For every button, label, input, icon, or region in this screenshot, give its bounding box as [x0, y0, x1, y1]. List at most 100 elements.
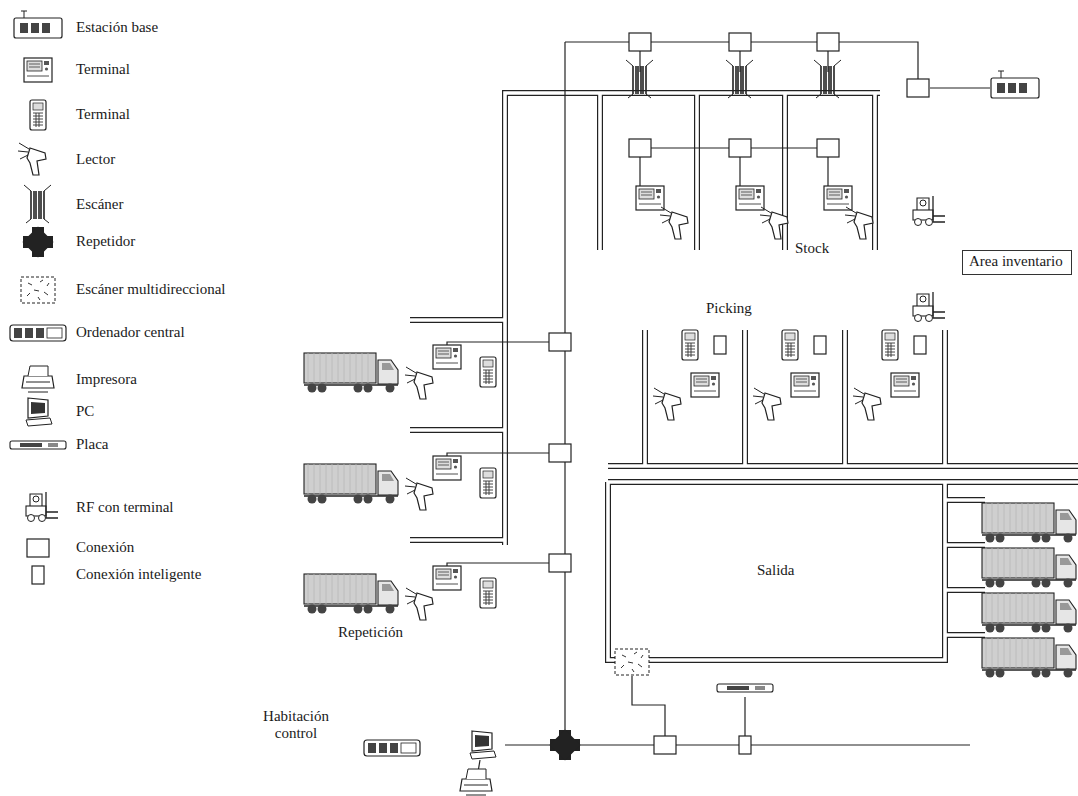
conn-symbol	[729, 139, 751, 157]
reader-symbol	[753, 388, 781, 420]
conveyor-line	[410, 538, 505, 542]
network-wire	[827, 157, 828, 186]
conveyor-line	[945, 543, 985, 547]
legend-text: Terminal	[76, 61, 130, 78]
scanner-symbol	[726, 60, 753, 98]
legend-text: Conexión inteligente	[76, 566, 201, 583]
connsmart-symbol	[814, 336, 826, 354]
conveyor-line	[410, 428, 505, 432]
truck-symbol	[982, 548, 1076, 588]
reader-symbol	[405, 588, 433, 620]
legend-text: RF con terminal	[76, 499, 174, 516]
conveyor-line	[873, 93, 877, 250]
conveyor-line	[505, 93, 880, 545]
term-symbol	[791, 373, 819, 397]
reader-symbol	[845, 207, 873, 239]
hand-symbol	[782, 330, 798, 360]
conveyor-line	[608, 482, 945, 660]
conveyor-line	[945, 498, 985, 502]
conn-symbol	[817, 139, 839, 157]
term-symbol	[891, 373, 919, 397]
legend-text: Repetidor	[76, 233, 135, 250]
conveyor-line	[945, 542, 985, 548]
connsmart-symbol	[739, 736, 751, 754]
legend-symbol	[32, 566, 44, 584]
conn-symbol	[629, 139, 651, 157]
network-wire	[639, 157, 640, 186]
network-wire	[447, 342, 549, 345]
legend-symbol	[24, 58, 52, 82]
conveyor-line	[743, 330, 747, 466]
conveyor-line	[695, 93, 699, 250]
conveyor-line	[782, 93, 788, 250]
network-wire	[447, 563, 549, 566]
conveyor-line	[505, 93, 880, 545]
conveyor-line	[945, 588, 985, 592]
network-wire	[930, 87, 990, 88]
connsmart-symbol	[914, 336, 926, 354]
truck-symbol	[982, 593, 1076, 633]
conveyor-line	[943, 330, 947, 466]
multiscan-symbol	[615, 649, 649, 675]
legend-text: Escáner	[76, 196, 123, 213]
network-wire	[739, 157, 740, 186]
conveyor-line	[843, 330, 847, 466]
conveyor-line	[410, 427, 505, 433]
conveyor-line	[608, 480, 1078, 484]
legend-symbol	[27, 539, 49, 557]
conveyor-line	[694, 93, 700, 250]
conn-symbol	[907, 79, 929, 97]
fork-symbol	[913, 196, 945, 226]
truck-symbol	[304, 464, 398, 504]
legend-symbol	[14, 11, 62, 38]
hand-symbol	[480, 468, 496, 498]
hand-symbol	[882, 330, 898, 360]
term-symbol	[433, 456, 461, 480]
placa-symbol	[717, 684, 773, 692]
area-title: Area inventario	[969, 253, 1065, 270]
conn-symbol	[549, 444, 571, 462]
area-box: Area inventario	[962, 250, 1072, 275]
connsmart-symbol	[714, 336, 726, 354]
conveyor-line	[597, 93, 603, 250]
pc-symbol	[470, 731, 496, 759]
conn-symbol	[654, 736, 676, 754]
conveyor-line	[643, 330, 647, 466]
area-label: Picking	[706, 300, 752, 317]
legend-symbol	[10, 325, 66, 341]
conveyor-line	[942, 330, 948, 466]
hand-symbol	[682, 330, 698, 360]
legend-text: Ordenador central	[76, 324, 185, 341]
truck-symbol	[304, 353, 398, 393]
legend-text: Estación base	[76, 19, 158, 36]
legend-text: PC	[76, 403, 94, 420]
conveyor-line	[410, 317, 505, 323]
legend-text: Conexión	[76, 539, 134, 556]
truck-symbol	[982, 503, 1076, 543]
area-label: Salida	[757, 562, 795, 579]
area-label: Repetición	[338, 624, 403, 641]
conveyor-line	[842, 330, 848, 466]
legend-symbol	[10, 441, 66, 449]
area-label: Stock	[795, 240, 829, 257]
legend-symbol	[24, 185, 51, 223]
scanner-symbol	[814, 60, 841, 98]
conveyor-line	[608, 479, 1078, 485]
base-symbol	[991, 71, 1039, 98]
legend-symbol	[26, 398, 52, 426]
conveyor-line	[783, 93, 787, 250]
legend-symbol	[21, 277, 55, 303]
term-symbol	[433, 345, 461, 369]
legend-text: Impresora	[76, 371, 137, 388]
reader-symbol	[653, 388, 681, 420]
legend-symbol	[26, 492, 58, 522]
reader-symbol	[405, 478, 433, 510]
legend-text: Escáner multidireccional	[76, 281, 226, 298]
term-symbol	[736, 186, 764, 210]
network-wire	[744, 697, 745, 736]
conveyor-line	[945, 497, 985, 503]
reader-symbol	[760, 207, 788, 239]
legend-symbol	[22, 366, 54, 392]
reader-symbol	[405, 367, 433, 399]
